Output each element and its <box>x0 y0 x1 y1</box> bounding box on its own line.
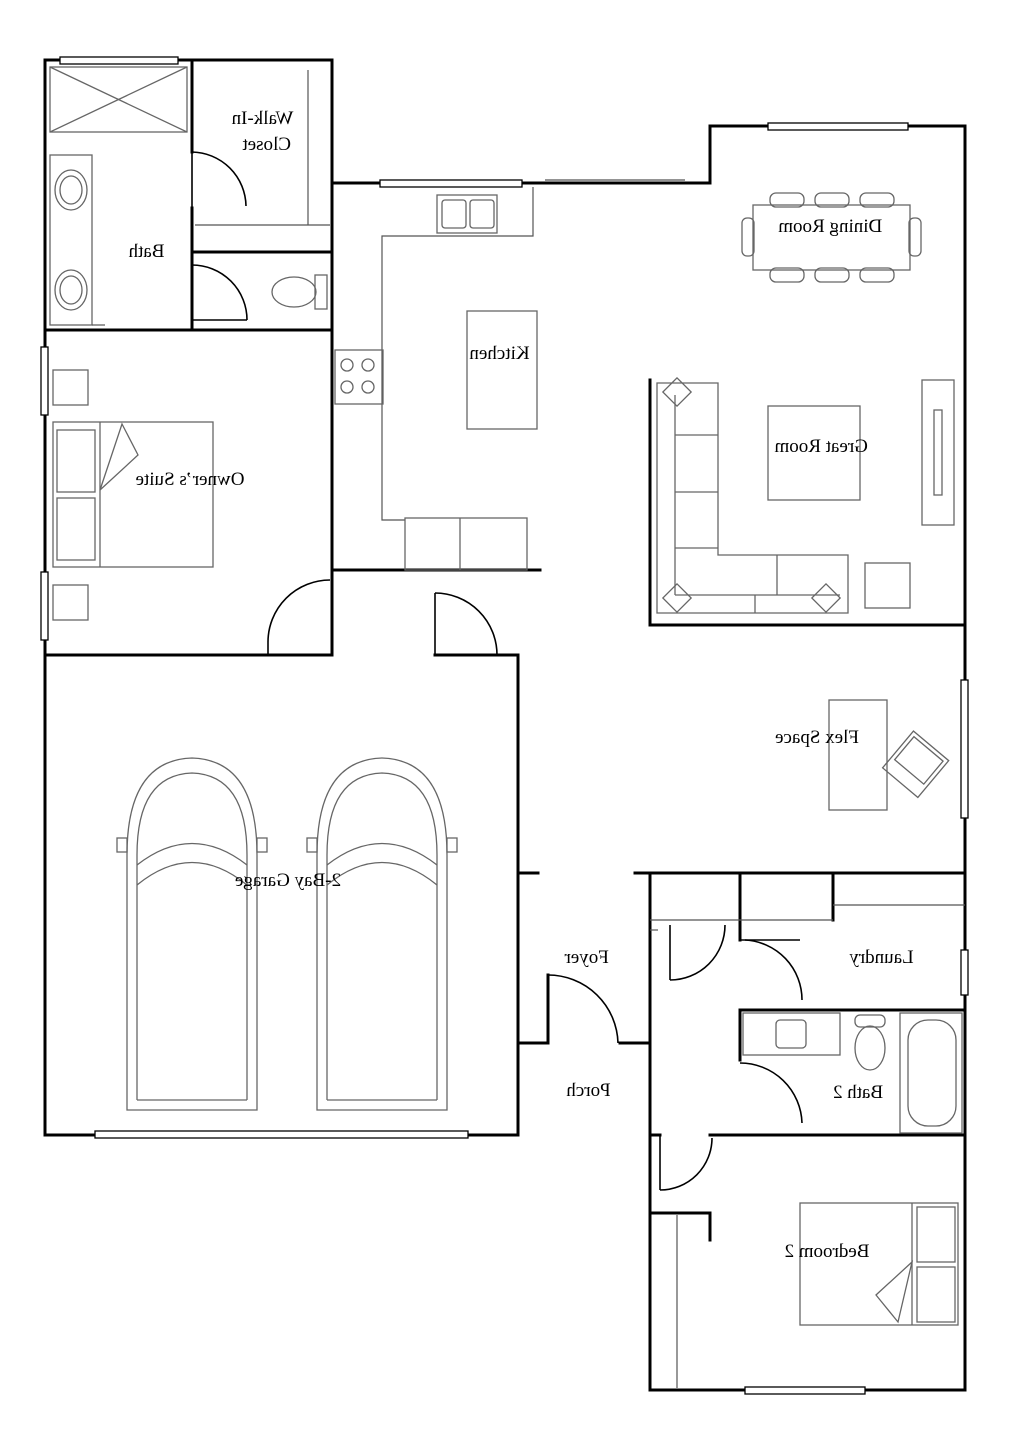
doors <box>191 151 803 1191</box>
furniture <box>49 66 965 1388</box>
walls <box>43 58 967 1392</box>
label-bath: Bath <box>128 241 164 262</box>
label-kitchen: Kitchen <box>469 343 530 364</box>
label-flex-space: Flex Space <box>775 727 859 748</box>
label-walk-in-closet-1: Walk-In <box>231 108 293 129</box>
room-labels: Walk-In Closet Bath Kitchen Dining Room … <box>128 108 914 1262</box>
car-left <box>116 757 268 1111</box>
label-foyer: Foyer <box>564 947 609 968</box>
label-dining-room: Dining Room <box>778 216 882 237</box>
label-great-room: Great Room <box>774 436 868 457</box>
label-garage: 2-Bay Garage <box>235 870 341 891</box>
label-laundry: Laundry <box>849 947 914 968</box>
label-owners-suite: Owner’s Suite <box>136 469 245 490</box>
car-right <box>306 757 458 1111</box>
windows <box>40 56 969 1395</box>
label-porch: Porch <box>566 1080 611 1101</box>
label-bath-2: Bath 2 <box>833 1082 883 1103</box>
label-bedroom-2: Bedroom 2 <box>785 1241 870 1262</box>
label-walk-in-closet-2: Closet <box>242 134 291 155</box>
